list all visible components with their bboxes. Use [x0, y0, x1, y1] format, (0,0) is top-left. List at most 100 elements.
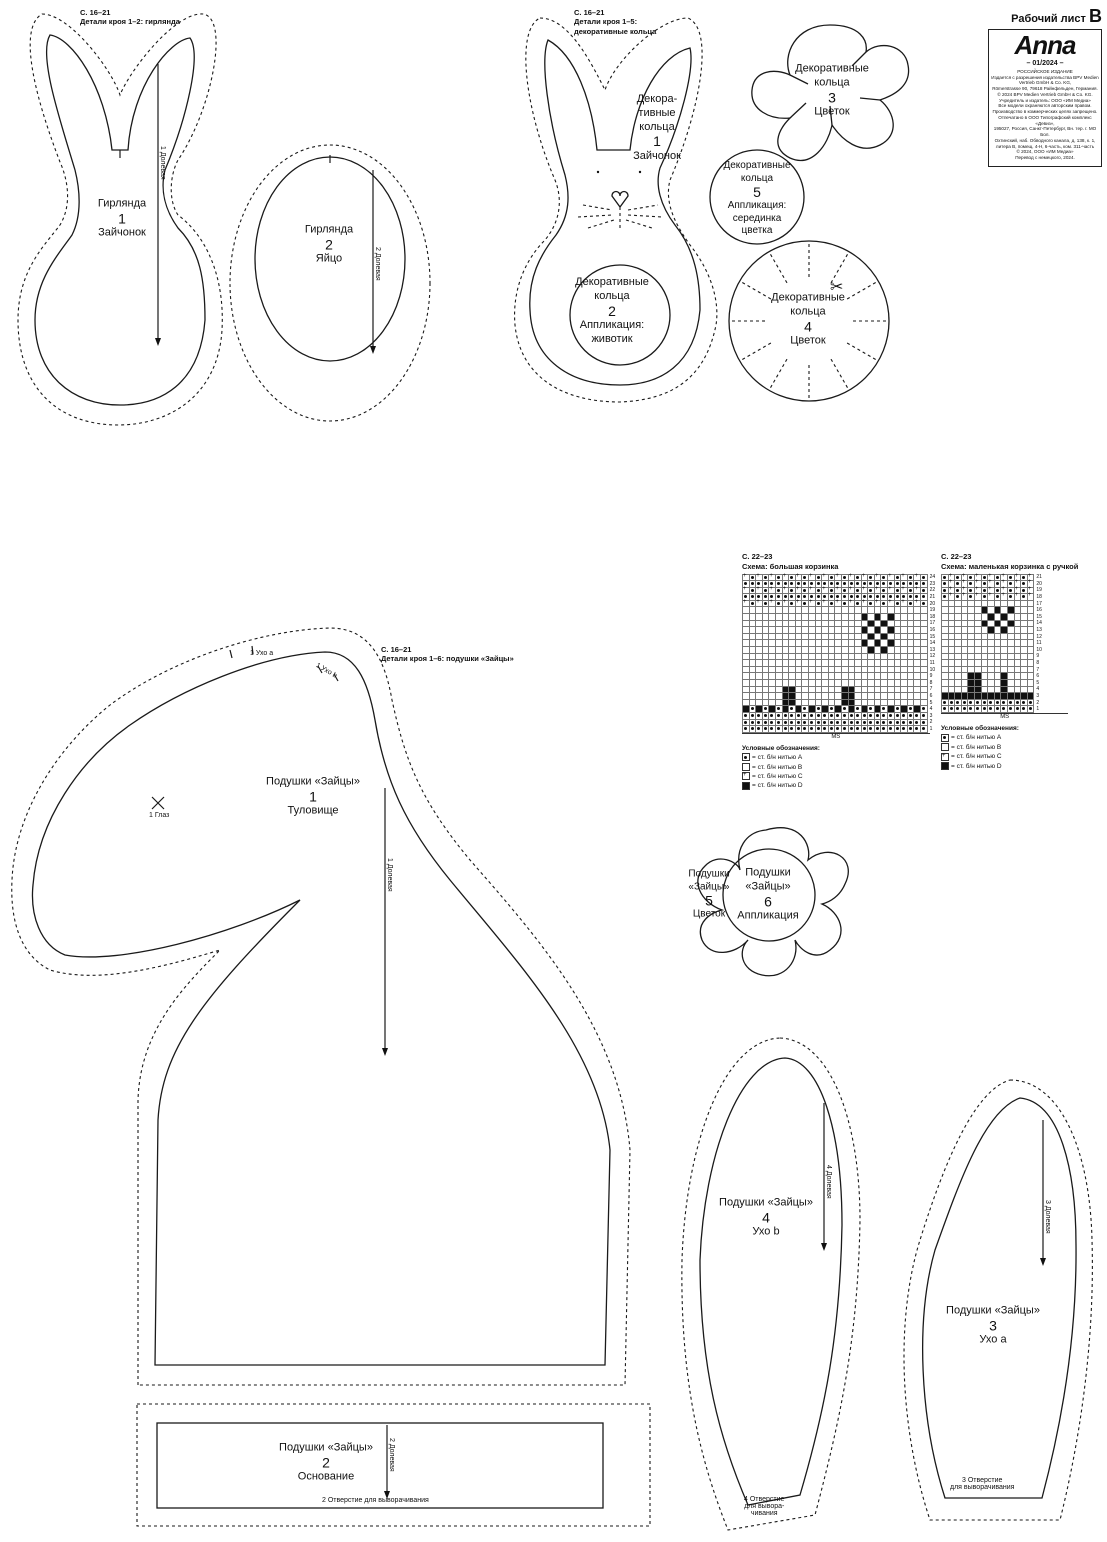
chart-cell — [814, 632, 823, 641]
chart-cell — [960, 632, 969, 641]
chart-cell — [788, 652, 796, 661]
chart-cell — [748, 692, 757, 700]
chart-cell — [742, 711, 750, 720]
chart-cell — [880, 646, 889, 654]
chart-cell — [847, 672, 856, 680]
chart-cell — [788, 711, 796, 720]
legend-swatch — [742, 771, 750, 781]
chart-cell — [913, 672, 922, 680]
chart-cell — [814, 593, 823, 601]
chart-cell — [960, 652, 969, 661]
chart-cell — [947, 606, 956, 615]
chart-cell — [755, 586, 763, 595]
grain-label: 4 Долевая — [825, 1165, 832, 1199]
chart-cell — [761, 586, 770, 595]
chart-cell — [774, 580, 783, 588]
chart-cell — [1026, 698, 1035, 707]
chart-cell — [920, 626, 928, 634]
chart-cell — [873, 665, 882, 674]
chart-cell — [920, 599, 928, 608]
chart-cell — [814, 573, 823, 582]
chart-cell — [887, 652, 895, 661]
chart-cell — [794, 639, 803, 648]
chart-cell — [821, 672, 829, 680]
chart-cell — [801, 573, 809, 582]
chart-cell — [893, 652, 902, 661]
chart-cell — [821, 646, 829, 654]
petal-cut-line — [846, 342, 879, 362]
chart-cell — [947, 613, 956, 621]
chart-cell — [847, 632, 856, 641]
chart-cell — [1000, 659, 1008, 667]
chart-cell — [807, 679, 816, 687]
chart-cell — [761, 679, 770, 687]
chart-cell — [774, 593, 783, 601]
imprint-line: Все модели охраняются авторским правом. — [998, 103, 1092, 109]
grain-label: 2 Долевая — [388, 1438, 395, 1472]
chart-cell — [967, 586, 975, 595]
chart-cell — [1000, 698, 1008, 707]
chart-cell — [980, 652, 989, 661]
chart-cell — [873, 679, 882, 687]
chart-cell — [973, 672, 982, 680]
chart-cell — [993, 626, 1002, 634]
chart-cell — [980, 586, 989, 595]
chart-cell — [1006, 599, 1015, 608]
chart-cell — [821, 652, 829, 661]
chart-cell — [854, 646, 862, 654]
chart-cell — [768, 586, 776, 595]
chart-cell — [847, 705, 856, 713]
chart-cell — [774, 659, 783, 667]
chart-cell — [1000, 685, 1008, 694]
chart-cell — [941, 573, 949, 582]
chart-cell — [748, 659, 757, 667]
chart-cell — [941, 599, 949, 608]
chart-cell — [854, 586, 862, 595]
grain-label: 1 Долевая — [386, 858, 393, 892]
chart-cell — [893, 626, 902, 634]
chart-cell — [788, 619, 796, 628]
chart-cell — [1006, 672, 1015, 680]
chart-cell — [947, 665, 956, 674]
chart-cell — [873, 659, 882, 667]
chart-cell — [987, 646, 995, 654]
chart-cell — [993, 665, 1002, 674]
chart-cell — [906, 718, 915, 727]
legend-swatch — [941, 761, 949, 770]
chart-cell — [900, 599, 908, 608]
chart-cell — [781, 711, 790, 720]
note-garland: С. 16–21 Детали кроя 1–2: гирлянда — [80, 8, 180, 27]
row-number: 2 — [929, 719, 933, 726]
grain-label: 2 Долевая — [374, 247, 381, 281]
chart-cell — [900, 652, 908, 661]
note-rings: С. 16–21 Детали кроя 1–5: декоративные к… — [574, 8, 656, 36]
legend-text: = ст. б/н нитью A — [951, 734, 1002, 742]
row-number: 18 — [929, 613, 936, 620]
chart-cell — [742, 632, 750, 641]
chart-cell — [887, 718, 895, 727]
label-pillow-base: Подушки «Зайцы» 2 Основание — [279, 1441, 373, 1483]
chart-cell — [774, 718, 783, 727]
chart-cell — [993, 639, 1002, 648]
chart-cell — [1020, 639, 1028, 648]
legend-swatch — [941, 743, 949, 752]
chart-cell — [867, 711, 875, 720]
chart-cell — [900, 685, 908, 694]
chart-cell — [788, 613, 796, 621]
chart-cell — [860, 725, 869, 733]
chart-cell — [1000, 679, 1008, 687]
chart-cell — [840, 725, 849, 733]
chart-cell — [821, 711, 829, 720]
chart-cell — [893, 646, 902, 654]
chart-cell — [973, 659, 982, 667]
chart-cell — [880, 586, 889, 595]
chart-cell — [893, 632, 902, 641]
chart-small-basket: С. 22–23 Схема: маленькая корзинка с руч… — [941, 552, 1078, 771]
chart-cell — [867, 652, 875, 661]
chart-cell — [794, 672, 803, 680]
chart-cell — [748, 619, 757, 628]
chart-cell — [768, 606, 776, 615]
chart-cell — [801, 586, 809, 595]
chart-cell — [913, 586, 922, 595]
label-pillow-ear-b: Подушки «Зайцы» 4 Ухо b — [719, 1196, 813, 1238]
